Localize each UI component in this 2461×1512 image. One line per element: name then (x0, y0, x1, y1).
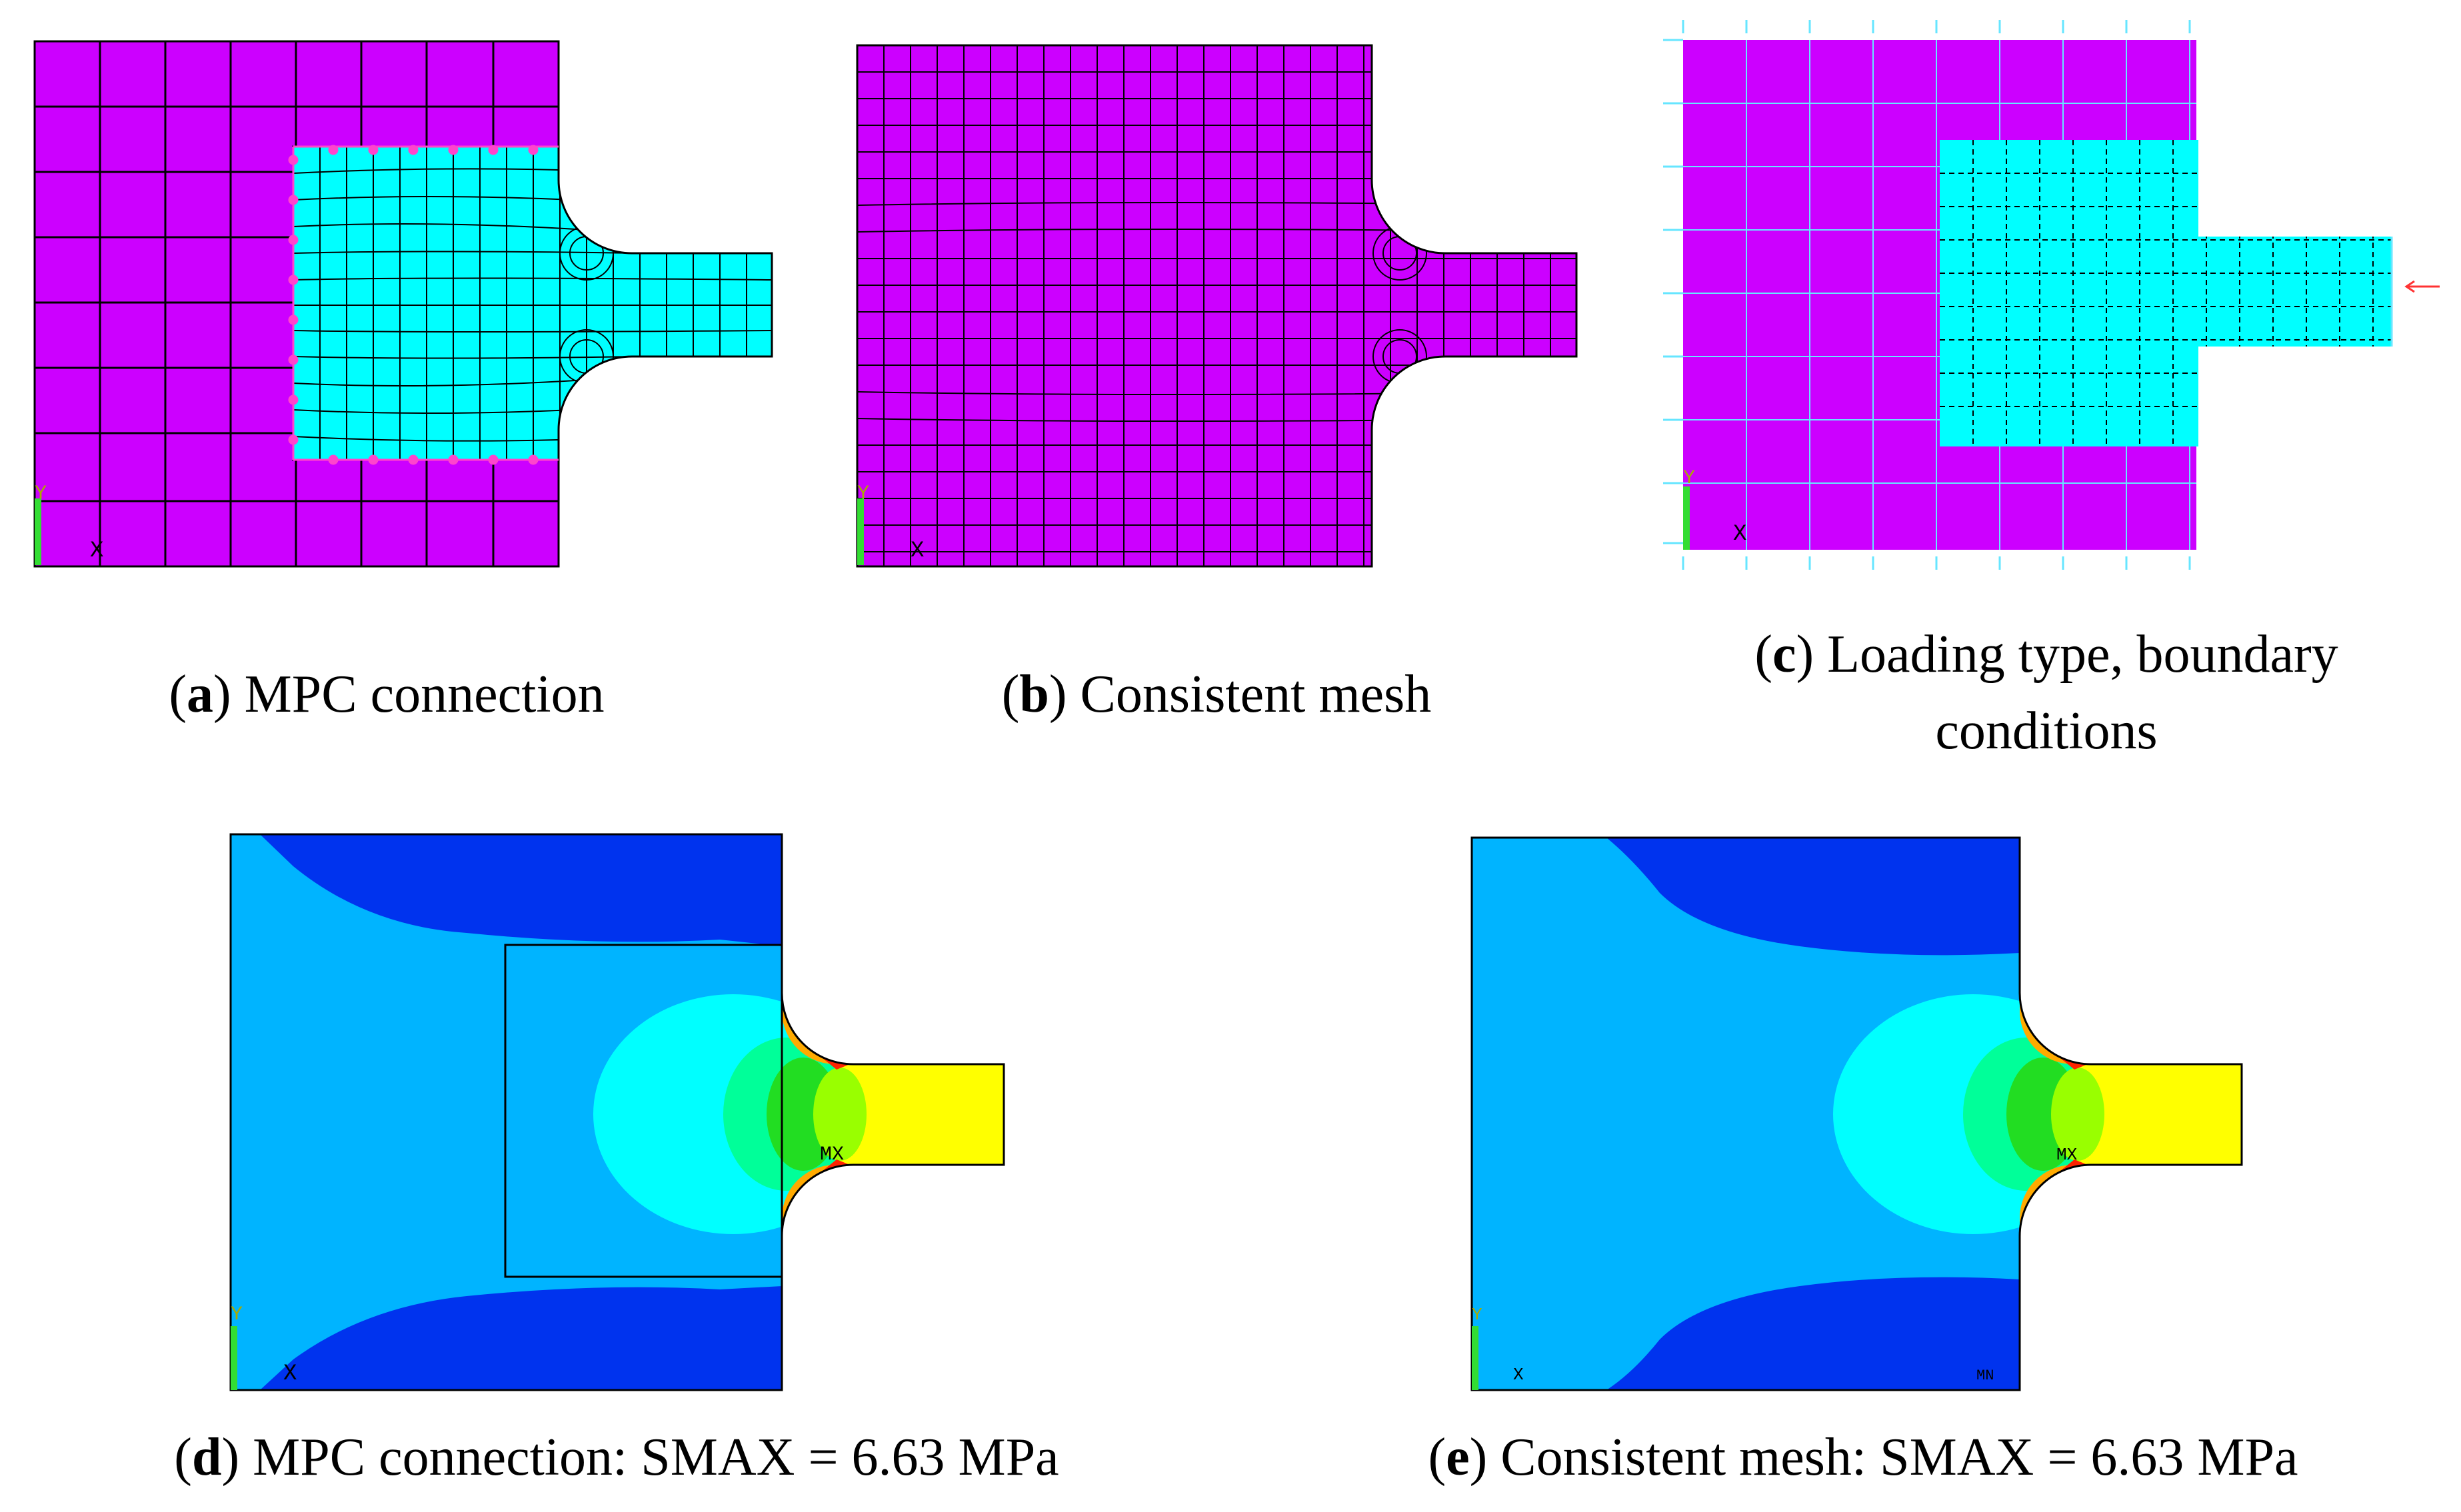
panel-d-caption-text: MPC connection: SMAX = 6.63 MPa (253, 1428, 1059, 1487)
panel-e-orange-bottom (2020, 1165, 2091, 1236)
panel-c-caption-line2-box: conditions (1680, 693, 2413, 769)
panel-e-red-top (2050, 1050, 2088, 1070)
panel-c-boundary-supports (1663, 20, 2393, 570)
panel-d-mx-label: MX (820, 1143, 844, 1166)
panel-a-mesh: Y X (33, 40, 773, 568)
panel-d-dark-blue-top (260, 834, 782, 946)
panel-e-caption: (e) Consistent mesh: SMAX = 6.63 MPa (1428, 1428, 2298, 1487)
panel-d-axis-triad: Y X (231, 1303, 297, 1390)
panel-a-mpc-markers (288, 145, 559, 465)
panel-c-axis-triad: Y X (1683, 467, 1746, 550)
panel-c-model: Y X (1663, 20, 2440, 570)
panel-e-caption-text: Consistent mesh: SMAX = 6.63 MPa (1500, 1428, 2298, 1487)
panel-a-axis-triad: Y X (35, 482, 103, 565)
panel-d-red-top (812, 1050, 850, 1070)
panel-a-axis-y: Y (35, 482, 47, 505)
panel-d-dark-blue-bottom (260, 1286, 782, 1390)
panel-e-dark-blue-top (1606, 838, 2020, 956)
panel-e-red-bottom (2050, 1159, 2088, 1179)
panel-b-axis-y: Y (857, 482, 869, 505)
panel-d-axis-x: X (283, 1361, 297, 1387)
panel-a-axis-x: X (90, 538, 103, 564)
panel-c-letter: c (1772, 625, 1796, 684)
panel-d-axis-y: Y (231, 1303, 243, 1326)
panel-e-letter: e (1446, 1428, 1470, 1487)
panel-e-contour: MX MN Y X (1470, 836, 2243, 1391)
panel-b-mesh: Y X (856, 44, 1578, 568)
panel-c-axis-x: X (1733, 522, 1746, 547)
panel-a-caption-text: MPC connection (244, 665, 605, 724)
panel-d-yellow-green-zone (813, 1068, 867, 1161)
panel-c-axis-y: Y (1683, 467, 1695, 490)
panel-e-dark-blue-bottom (1606, 1277, 2020, 1390)
panel-e-yellow-green-zone (2051, 1068, 2104, 1161)
panel-a-caption: (a) MPC connection (169, 665, 605, 724)
panel-b-axis-triad: Y X (857, 482, 924, 565)
panel-b-plate (856, 44, 1578, 568)
panel-d-contour: MX Y X (229, 833, 1005, 1391)
panel-a-letter: a (187, 665, 214, 724)
panel-e-axis-x: X (1513, 1365, 1524, 1385)
panel-b-axis-x: X (911, 538, 924, 564)
panel-c-caption-line2: conditions (1935, 702, 2158, 760)
panel-e-orange-top (2020, 993, 2091, 1064)
panel-c-inner-mesh (1940, 140, 2392, 446)
panel-c-caption-line1: Loading type, boundary (1827, 625, 2338, 684)
panel-b-caption: (b) Consistent mesh (1001, 665, 1432, 724)
panel-d-orange-bottom (782, 1165, 853, 1236)
panel-d-mpc-boundary (504, 944, 783, 1278)
panel-b-letter: b (1019, 665, 1049, 724)
panel-c-caption: (c) Loading type, boundary (1754, 625, 2338, 684)
panel-d-red-bottom (812, 1159, 850, 1179)
panel-b-caption-text: Consistent mesh (1080, 665, 1432, 724)
panel-e-mn-label: MN (1976, 1367, 1994, 1384)
panel-d-letter: d (191, 1428, 222, 1487)
panel-e-mx-label: MX (2056, 1145, 2078, 1165)
panel-e-axis-y: Y (1472, 1305, 1482, 1325)
panel-e-axis-triad: Y X (1472, 1305, 1524, 1390)
panel-d-caption: (d) MPC connection: SMAX = 6.63 MPa (174, 1428, 1059, 1487)
panel-c-inner-region (1940, 140, 2392, 446)
panel-b-grid (857, 45, 1576, 566)
panel-d-orange-top (782, 993, 853, 1064)
panel-c-load-arrow (2404, 280, 2440, 293)
